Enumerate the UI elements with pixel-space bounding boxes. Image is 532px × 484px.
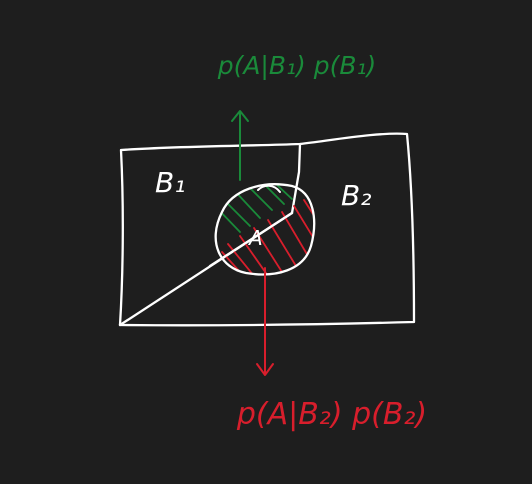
event-a-label: A: [247, 226, 263, 250]
sample-space-rectangle: [118, 132, 416, 327]
partition-line-overlay: [208, 211, 294, 268]
region-b1-label: B₁: [155, 166, 185, 199]
partition-line: [118, 142, 302, 327]
region-b2-label: B₂: [341, 179, 371, 212]
bottom-formula: p(A|B₂) p(B₂): [236, 397, 427, 432]
red-hatching: [221, 199, 315, 275]
inner-hook: [257, 184, 281, 193]
event-a-circle: [214, 183, 316, 276]
top-formula: p(A|B₁) p(B₁): [217, 51, 377, 80]
red-arrow: [256, 267, 274, 376]
green-arrow: [231, 110, 249, 181]
